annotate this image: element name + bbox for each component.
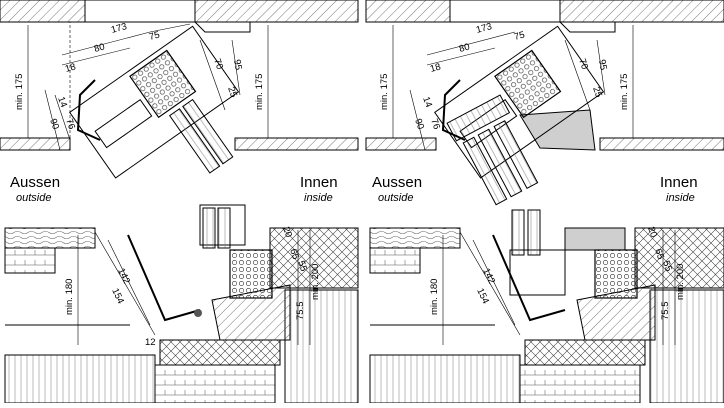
dim-55: 55 — [660, 259, 674, 273]
insulated-profile — [129, 49, 197, 119]
cladding-left — [4, 354, 156, 404]
sill-left — [0, 137, 71, 151]
dim-75: 75 — [148, 30, 161, 43]
dim-75-5: 75.5 — [295, 302, 306, 321]
dim-min200: min. 200 — [675, 264, 686, 300]
bottom-left-detail: min. 180 142 154 20 65 55 min. 200 75.5 … — [4, 204, 359, 404]
dim-12: 12 — [145, 337, 156, 348]
dim-154: 154 — [109, 287, 126, 306]
dim-76: 76 — [63, 117, 77, 131]
dim-65: 65 — [652, 247, 666, 261]
wall-block — [269, 227, 359, 289]
orientation-labels: Aussen outside Innen inside Aussen outsi… — [10, 174, 698, 204]
timber-beam — [4, 227, 96, 249]
label-outside-right: Aussen — [372, 174, 422, 191]
top-left-detail: 173 75 80 18 70 95 25 14 90 76 min. 175 … — [0, 0, 359, 179]
dim-20: 20 — [645, 225, 659, 239]
dim-min180: min. 180 — [64, 279, 75, 315]
dim-min175-right: min. 175 — [619, 74, 630, 110]
grey-panel — [519, 109, 596, 151]
label-outside-left: Aussen — [10, 174, 60, 191]
bottom-right-detail: min. 180 142 154 20 65 55 min. 200 75.5 — [369, 209, 724, 404]
top-right-detail: 173 75 80 18 70 95 25 14 90 76 min. 175 … — [365, 0, 724, 206]
dim-min175-left: min. 175 — [379, 74, 390, 110]
dim-80: 80 — [93, 42, 106, 55]
dim-173: 173 — [110, 21, 128, 36]
dim-90: 90 — [47, 117, 61, 131]
dim-min180: min. 180 — [429, 279, 440, 315]
dim-154: 154 — [474, 287, 491, 306]
dim-75-5: 75.5 — [660, 302, 671, 321]
label-inside-en-left: inside — [304, 192, 333, 204]
dim-65: 65 — [287, 247, 301, 261]
label-outside-en-right: outside — [378, 192, 413, 204]
dim-14: 14 — [55, 95, 69, 109]
glass-pane — [168, 108, 221, 174]
dim-90: 90 — [412, 117, 426, 131]
dim-min175-left: min. 175 — [14, 74, 25, 110]
dim-55: 55 — [295, 259, 309, 273]
dim-25: 25 — [590, 85, 604, 99]
dim-min200: min. 200 — [310, 264, 321, 300]
label-inside-en-right: inside — [666, 192, 695, 204]
dim-min175-right: min. 175 — [254, 74, 265, 110]
dim-75: 75 — [513, 30, 526, 43]
dim-20: 20 — [280, 225, 294, 239]
label-inside-right: Innen — [660, 174, 698, 191]
sill-right — [234, 137, 359, 151]
dim-14: 14 — [420, 95, 434, 109]
dim-80: 80 — [458, 42, 471, 55]
dim-70: 70 — [576, 57, 590, 71]
label-outside-en-left: outside — [16, 192, 51, 204]
dim-18: 18 — [429, 62, 442, 75]
dim-18: 18 — [64, 62, 77, 75]
dim-76: 76 — [428, 117, 442, 131]
dim-95: 95 — [231, 59, 244, 71]
dim-25: 25 — [225, 85, 239, 99]
dim-70: 70 — [211, 57, 225, 71]
dim-95: 95 — [596, 59, 609, 71]
label-inside-left: Innen — [300, 174, 338, 191]
dim-173: 173 — [475, 21, 493, 36]
